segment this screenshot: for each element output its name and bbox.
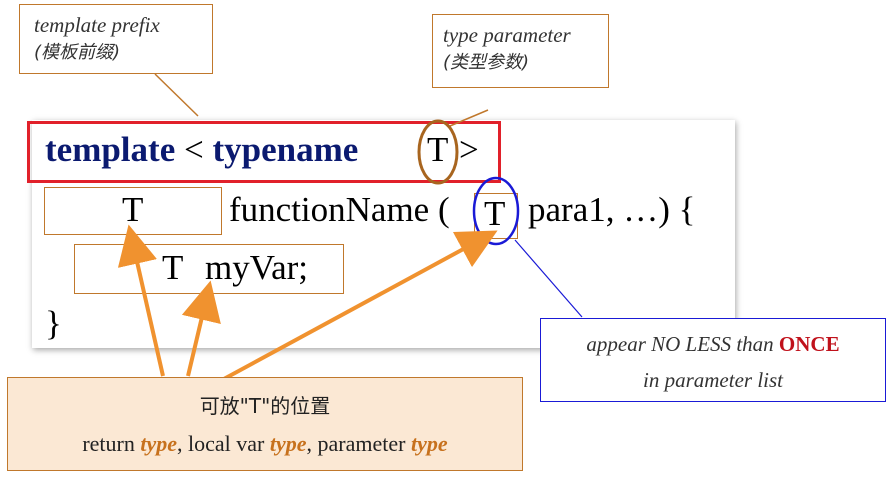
function-name: functionName ( xyxy=(229,190,450,229)
keyword-typename: typename xyxy=(212,130,359,169)
prefix-label-cn: (模板前缀) xyxy=(34,42,121,63)
appear-connector xyxy=(514,239,583,318)
positions-title: 可放"T"的位置 xyxy=(199,394,331,418)
type-param-connector xyxy=(449,109,489,127)
positions-detail: return type, local var type, parameter t… xyxy=(8,431,522,457)
parameter-type-emphasis: type xyxy=(410,431,448,456)
prefix-label: template prefix xyxy=(34,13,160,37)
appear-line1: appear NO LESS than ONCE xyxy=(541,326,885,362)
template-prefix-callout: template prefix (模板前缀) xyxy=(19,4,213,74)
parameter-rest: para1, …) { xyxy=(528,190,696,229)
appear-line2: in parameter list xyxy=(643,368,783,392)
type-param-ellipse xyxy=(417,119,459,185)
prefix-connector xyxy=(154,73,199,117)
angle-close: > xyxy=(459,130,479,169)
once-emphasis: ONCE xyxy=(778,332,840,356)
type-parameter-callout: type parameter (类型参数) xyxy=(432,14,609,88)
closing-brace: } xyxy=(45,304,62,343)
arrow-to-param-type xyxy=(221,230,498,382)
local-var-type-T: T xyxy=(162,248,184,287)
parameter-type-T: T xyxy=(484,194,506,233)
template-line: template < typename xyxy=(45,130,358,170)
local-var-name: myVar; xyxy=(205,248,309,287)
keyword-template: template xyxy=(45,130,176,169)
arrow-to-local-var xyxy=(181,280,221,377)
template-prefix-highlight xyxy=(27,121,501,183)
type-param-label-cn: (类型参数) xyxy=(443,52,530,73)
appear-text: appear NO LESS than xyxy=(586,332,779,356)
param-type-ellipse xyxy=(472,176,520,246)
type-param-label: type parameter xyxy=(443,23,571,47)
angle-open: < xyxy=(175,130,213,169)
local-var-label: , local var xyxy=(177,431,270,456)
type-positions-callout: 可放"T"的位置 return type, local var type, pa… xyxy=(7,377,523,471)
local-var-type-emphasis: type xyxy=(269,431,307,456)
parameter-label: , parameter xyxy=(306,431,411,456)
return-type-T: T xyxy=(122,190,144,229)
return-type-emphasis: type xyxy=(140,431,178,456)
type-parameter-T: T xyxy=(427,130,449,169)
appear-once-callout: appear NO LESS than ONCE in parameter li… xyxy=(540,318,886,402)
return-label: return xyxy=(82,431,141,456)
arrow-to-return-type xyxy=(117,224,165,377)
